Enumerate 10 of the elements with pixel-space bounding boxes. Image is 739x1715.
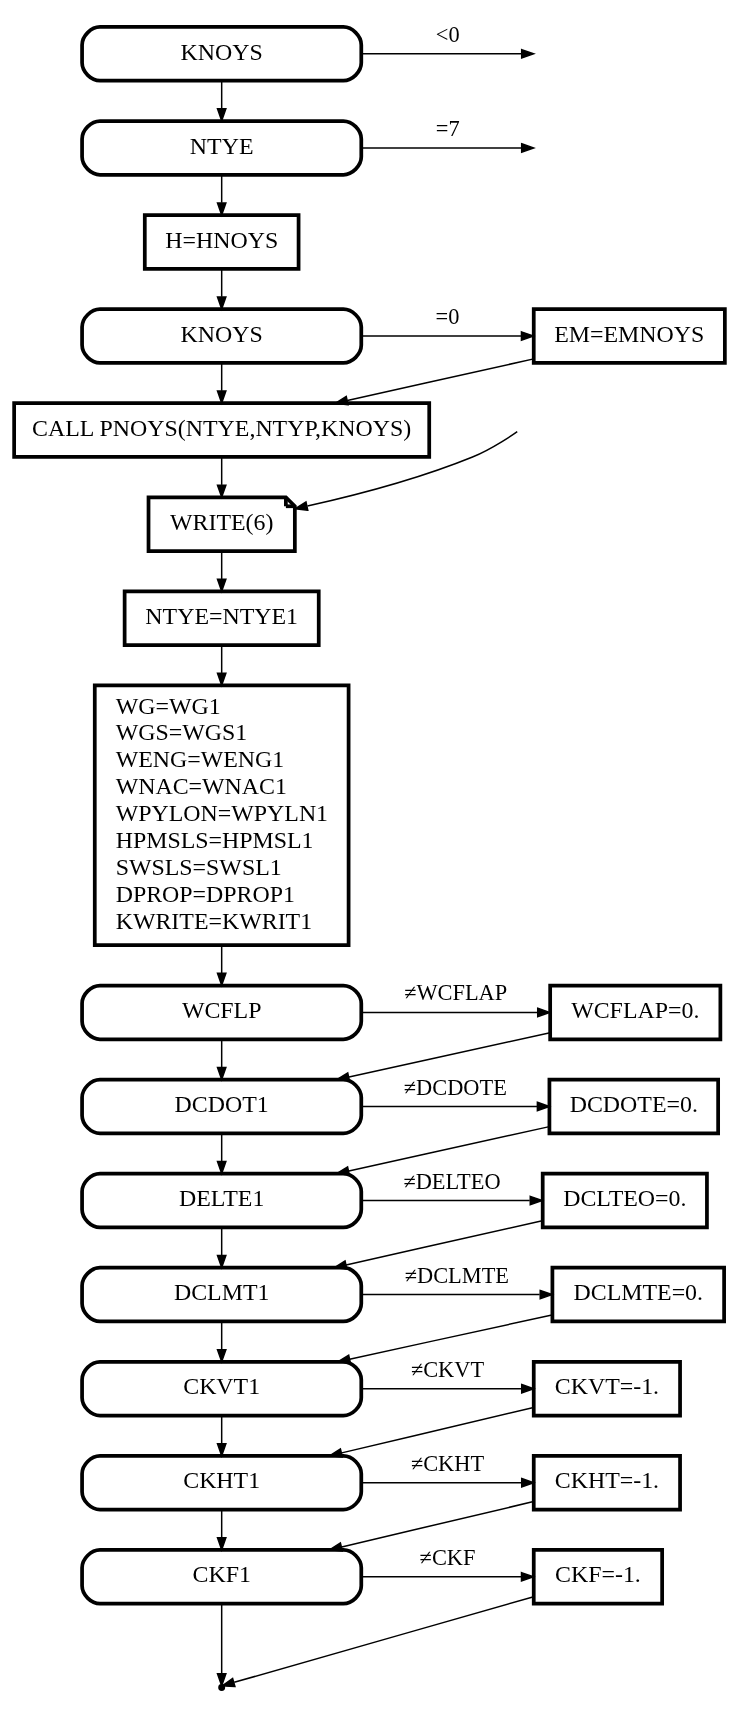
edge-label: =0 [435,303,460,329]
edge-label: ≠WCFLAP [404,979,508,1005]
edge-label: ≠CKF [419,1544,476,1570]
edge-label: ≠CKVT [410,1356,485,1382]
edge-label: =7 [435,115,460,141]
edge-label: ≠CKHT [410,1450,485,1476]
edge-label: ≠DCDOTE [403,1074,507,1100]
edge-label: ≠DELTEO [403,1168,501,1194]
edge-label: <0 [435,21,460,47]
edge-label: ≠DCLMTE [404,1262,509,1288]
